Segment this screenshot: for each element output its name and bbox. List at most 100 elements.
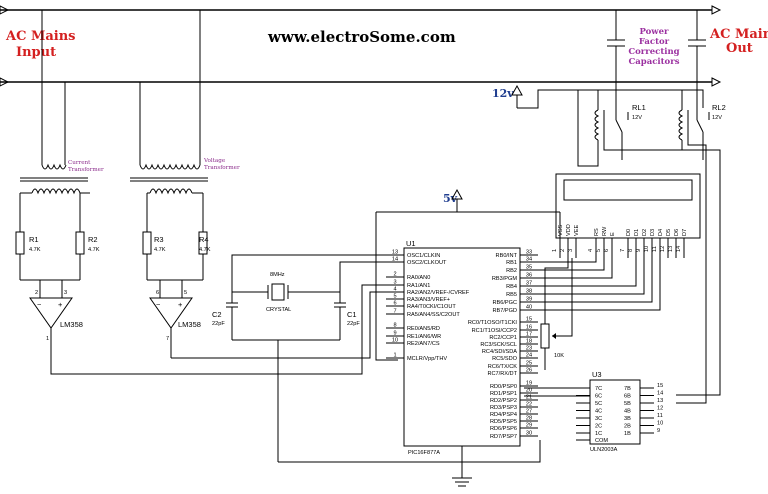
resistor-r3: R3 4.7K	[142, 193, 166, 280]
c2-name: C2	[212, 310, 222, 319]
r4-value: 4.7K	[199, 247, 211, 253]
mcu-pin-name: RA3/AN3/VREF+	[407, 297, 450, 303]
opamp-2-minus: −	[156, 300, 161, 309]
driver-output-label: 5C	[595, 401, 602, 407]
driver-input-label: 5B	[624, 401, 631, 407]
website-label: www.electroSome.com	[267, 28, 456, 46]
mcu-pin-name: RC4/SDI/SDA	[482, 349, 517, 355]
lcd-pin-number: 6	[604, 249, 610, 252]
lcd-pin-number: 14	[676, 246, 682, 252]
lcd-pin-name: D7	[682, 229, 688, 236]
lcd-pin-name: D0	[626, 229, 632, 236]
opamp-2-plus: +	[178, 300, 183, 309]
relay-coil-wires	[577, 90, 721, 404]
lcd-pin-number: 9	[636, 249, 642, 252]
opamp-1-pin-plus: 3	[64, 290, 67, 296]
mcu-pin-name: RD2/PSP2	[490, 398, 517, 404]
resistor-r2: R2 4.7K	[75, 193, 100, 280]
mcu-part: PIC16F877A	[408, 450, 440, 456]
mcu-pin-number: 40	[526, 305, 532, 311]
lcd-pin-number: 3	[568, 249, 574, 252]
driver-output-label: 3C	[595, 416, 602, 422]
mcu-pin-number: 35	[526, 265, 532, 271]
lcd-pin-number: 10	[644, 246, 650, 252]
lcd-pin-name: D4	[658, 229, 664, 236]
mcu-pin-name: RA1/AN1	[407, 283, 430, 289]
r3-value: 4.7K	[154, 247, 166, 253]
vcc-12v	[511, 84, 704, 109]
oscillator-circuit: 8MHz CRYSTAL C2 22pF C1 22pF	[212, 254, 398, 462]
mcu-pin-number: 25	[526, 361, 532, 367]
crystal-freq: 8MHz	[270, 272, 285, 278]
mcu-pin-number: 37	[526, 281, 532, 287]
opamp-2-pin-plus: 5	[184, 290, 187, 296]
lcd-pin-number: 1	[552, 249, 558, 252]
mcu-pin-number: 26	[526, 368, 532, 374]
mcu-pin-name: RB1	[506, 260, 517, 266]
mcu-pin-number: 29	[526, 423, 532, 429]
driver-com-label: COM	[595, 438, 608, 444]
crystal-label: CRYSTAL	[266, 307, 291, 313]
driver-output-label: 6C	[595, 394, 602, 400]
mcu-pin-number: 22	[526, 402, 532, 408]
c1-value: 22pF	[347, 321, 360, 327]
driver-output-label: 1C	[595, 431, 602, 437]
r2-name: R2	[88, 235, 98, 244]
mcu-pin-number: 39	[526, 297, 532, 303]
mcu-pin-number: 19	[526, 381, 532, 387]
mcu-pin-name: RD4/PSP4	[490, 412, 517, 418]
mcu-pin-name: RC0/T1OSO/T1CKI	[468, 320, 518, 326]
mcu-pin-name: RD5/PSP5	[490, 419, 517, 425]
lcd-pin-number: 12	[660, 246, 666, 252]
driver-output-label: 7C	[595, 386, 602, 392]
lcd-pin-number: 11	[652, 246, 658, 252]
mcu-pin-number: 9	[393, 331, 396, 337]
mcu-pin-number: 4	[393, 287, 396, 293]
mcu-pin-number: 20	[526, 388, 532, 394]
opamp-2-pin-out: 7	[166, 336, 169, 342]
contrast-pot: 10K	[540, 258, 573, 370]
opamp-1: − + 2 3 LM358 1	[29, 280, 83, 342]
mcu-pin-number: 5	[393, 294, 396, 300]
mcu-pin-number: 21	[526, 395, 532, 401]
driver-input-label: 1B	[624, 431, 631, 437]
relay-rl2: RL2 12V	[678, 82, 726, 160]
opamp-1-plus: +	[58, 300, 63, 309]
resistor-r1: R1 4.7K	[15, 193, 41, 280]
driver-pin-number: 9	[657, 428, 660, 434]
driver-input-label: 6B	[624, 394, 631, 400]
mcu-pin-name: RD3/PSP3	[490, 405, 517, 411]
opamp-1-pin-out: 1	[46, 336, 49, 342]
lcd-pin-name: D1	[634, 229, 640, 236]
supply-12v-label: 12v	[492, 87, 514, 100]
lcd-pin-name: D6	[674, 229, 680, 236]
voltage-transformer: Voltage Transformer	[130, 10, 240, 195]
relay-rl2-name: RL2	[712, 103, 726, 112]
pfc-label-2: Factor	[639, 37, 670, 47]
lcd-pin-number: 7	[620, 249, 626, 252]
lcd-pin-name: D3	[650, 229, 656, 236]
ac-input-label-2: Input	[16, 45, 56, 60]
mcu-pin-name: RE0/AN5/RD	[407, 326, 440, 332]
mcu-pin-name: RB0/INT	[496, 253, 518, 259]
r1-value: 4.7K	[29, 247, 41, 253]
lcd-pin-number: 5	[596, 249, 602, 252]
ac-output-label-2: Out	[726, 41, 753, 56]
mcu-pin-number: 23	[526, 346, 532, 352]
mcu-ref: U1	[406, 239, 416, 248]
mcu-pin-name: RB4	[506, 284, 517, 290]
mcu-pin-number: 17	[526, 332, 532, 338]
driver-input-label: 7B	[624, 386, 631, 392]
driver-input-label: 2B	[624, 424, 631, 430]
mcu-pin-number: 13	[392, 250, 398, 256]
lcd-pin-number: 2	[560, 249, 566, 252]
mcu-pin-name: RB5	[506, 292, 517, 298]
opamp-2: − + 6 5 LM358 7	[149, 280, 201, 358]
pfc-label-4: Capacitors	[629, 57, 680, 67]
lcd-wiring	[524, 212, 661, 311]
mcu-pin-name: RD6/PSP6	[490, 426, 517, 432]
opamp-output-wires	[50, 284, 398, 375]
voltage-transformer-label-1: Voltage	[203, 158, 226, 164]
driver-pin-number: 14	[657, 391, 663, 397]
lcd-pin-name: D2	[642, 229, 648, 236]
